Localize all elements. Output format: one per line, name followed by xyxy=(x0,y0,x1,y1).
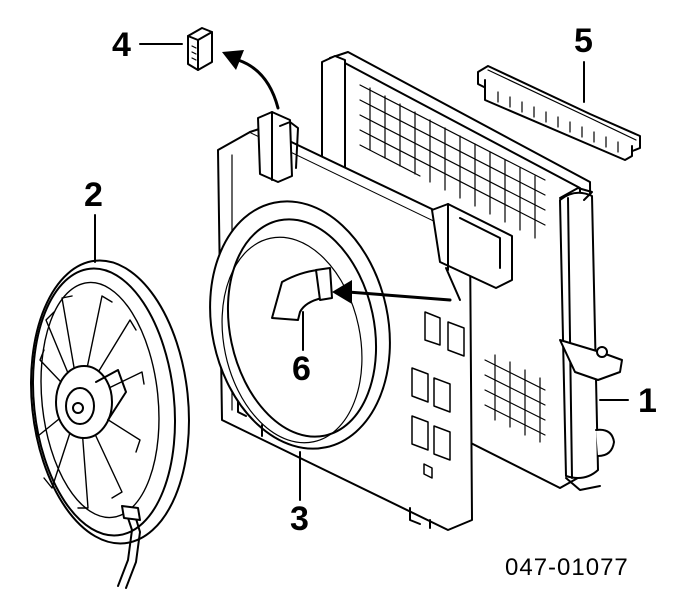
callout-shroud: 3 xyxy=(290,500,309,538)
small-cap xyxy=(187,27,213,71)
callout-cap: 4 xyxy=(112,26,131,64)
callout-fan: 2 xyxy=(84,176,103,214)
fan-shroud xyxy=(209,111,513,531)
top-seal-strip xyxy=(477,65,641,161)
shroud-vents xyxy=(411,311,465,479)
arrow-to-hose xyxy=(332,280,452,304)
leader-lines xyxy=(94,43,629,501)
callout-hose-fitting: 6 xyxy=(292,350,311,388)
callout-top-strip: 5 xyxy=(574,22,593,60)
radiator-core-grid xyxy=(359,84,546,443)
reference-code: 047-01077 xyxy=(505,554,629,581)
hose-fitting xyxy=(271,267,333,321)
callout-radiator: 1 xyxy=(638,382,657,420)
arrow-to-cap xyxy=(222,50,280,110)
electric-fan xyxy=(30,259,190,589)
